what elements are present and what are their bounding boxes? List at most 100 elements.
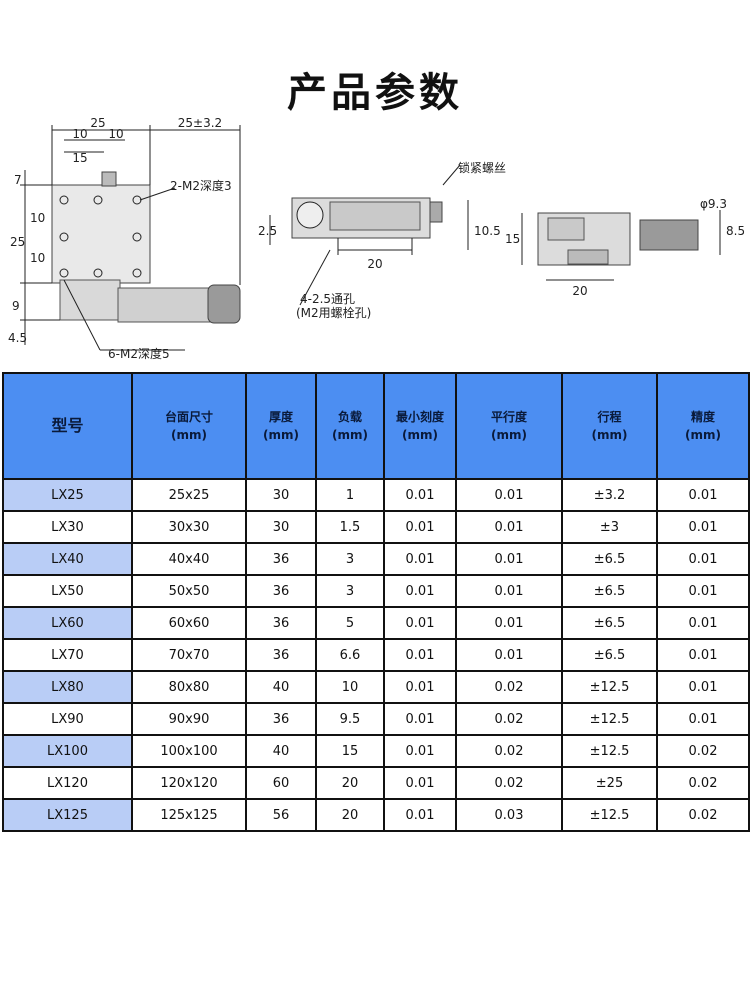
column-header: 台面尺寸(mm) — [131, 372, 247, 480]
table-cell: 60x60 — [131, 606, 247, 640]
table-cell: 50x50 — [131, 574, 247, 608]
table-cell: ±12.5 — [561, 702, 658, 736]
label-m2-depth3: 2-M2深度3 — [170, 178, 232, 193]
table-cell: 0.01 — [383, 734, 457, 768]
table-cell: 0.02 — [455, 734, 563, 768]
dim-left-25: 25 — [10, 235, 25, 249]
table-cell: 0.03 — [455, 798, 563, 832]
table-cell: 20 — [315, 798, 385, 832]
dim-top-width: 25 — [90, 116, 105, 130]
column-header-label: 型号 — [51, 416, 84, 435]
model-cell: LX100 — [2, 734, 133, 768]
table-cell: 0.01 — [656, 702, 750, 736]
spec-table: 型号台面尺寸(mm)厚度(mm)负载(mm)最小刻度(mm)平行度(mm)行程(… — [2, 372, 750, 832]
model-cell: LX90 — [2, 702, 133, 736]
table-cell: 0.01 — [383, 638, 457, 672]
table-cell: 0.02 — [656, 734, 750, 768]
table-cell: ±12.5 — [561, 670, 658, 704]
column-header: 型号 — [2, 372, 133, 480]
model-cell: LX80 — [2, 670, 133, 704]
table-cell: 0.02 — [455, 670, 563, 704]
table-cell: 30 — [245, 478, 317, 512]
label-m2-depth5: 6-M2深度5 — [108, 346, 170, 361]
table-cell: 3 — [315, 542, 385, 576]
page-title: 产品参数 — [287, 70, 463, 116]
table-cell: 30x30 — [131, 510, 247, 544]
dim-right-phi: φ9.3 — [700, 197, 727, 211]
dim-hole-spacing-b: 10 — [108, 127, 123, 141]
table-cell: ±6.5 — [561, 606, 658, 640]
label-lock-screw: 锁紧螺丝 — [458, 160, 506, 175]
column-header: 平行度(mm) — [455, 372, 563, 480]
table-cell: 100x100 — [131, 734, 247, 768]
table-cell: 0.01 — [656, 574, 750, 608]
dim-side-20: 20 — [367, 257, 382, 271]
model-cell: LX25 — [2, 478, 133, 512]
table-cell: 0.01 — [656, 638, 750, 672]
table-cell: 80x80 — [131, 670, 247, 704]
column-header-label: 精度 — [690, 410, 715, 424]
table-cell: ±6.5 — [561, 574, 658, 608]
table-cell: 0.02 — [455, 766, 563, 800]
table-cell: 36 — [245, 702, 317, 736]
table-cell: 0.01 — [455, 574, 563, 608]
table-cell: 0.01 — [383, 606, 457, 640]
column-header-unit: (mm) — [332, 428, 368, 442]
table-cell: ±25 — [561, 766, 658, 800]
table-cell: 40 — [245, 734, 317, 768]
table-cell: 70x70 — [131, 638, 247, 672]
dim-left-4-5: 4.5 — [8, 331, 27, 345]
column-header-label: 厚度 — [268, 410, 293, 424]
table-header-row: 型号台面尺寸(mm)厚度(mm)负载(mm)最小刻度(mm)平行度(mm)行程(… — [2, 372, 750, 480]
table-cell: 0.01 — [455, 638, 563, 672]
table-cell: 0.01 — [656, 670, 750, 704]
table-cell: 0.01 — [383, 478, 457, 512]
column-header-label: 平行度 — [490, 410, 527, 424]
table-cell: ±12.5 — [561, 734, 658, 768]
table-cell: 0.01 — [656, 542, 750, 576]
table-cell: 6.6 — [315, 638, 385, 672]
dim-hole-spacing-a: 10 — [72, 127, 87, 141]
table-cell: 20 — [315, 766, 385, 800]
table-cell: 1 — [315, 478, 385, 512]
table-cell: 0.01 — [455, 510, 563, 544]
table-cell: 25x25 — [131, 478, 247, 512]
table-cell: 90x90 — [131, 702, 247, 736]
model-cell: LX30 — [2, 510, 133, 544]
table-cell: 0.02 — [656, 798, 750, 832]
model-cell: LX70 — [2, 638, 133, 672]
table-cell: 0.01 — [455, 478, 563, 512]
model-cell: LX125 — [2, 798, 133, 832]
table-cell: ±6.5 — [561, 542, 658, 576]
table-cell: 0.01 — [383, 574, 457, 608]
technical-drawing: 25 25±3.2 10 10 15 7 25 10 10 9 4.5 2-M2… — [8, 116, 745, 361]
table-cell: 0.01 — [383, 766, 457, 800]
dim-left-10b: 10 — [30, 251, 45, 265]
table-cell: 60 — [245, 766, 317, 800]
dim-right-15: 15 — [505, 232, 520, 246]
dim-right-20: 20 — [572, 284, 587, 298]
table-cell: 3 — [315, 574, 385, 608]
model-cell: LX60 — [2, 606, 133, 640]
table-cell: 56 — [245, 798, 317, 832]
dim-side-2-5: 2.5 — [258, 224, 277, 238]
table-cell: ±6.5 — [561, 638, 658, 672]
dim-right-8-5: 8.5 — [726, 224, 745, 238]
table-cell: 40 — [245, 670, 317, 704]
dim-travel: 25±3.2 — [178, 116, 222, 130]
column-header: 厚度(mm) — [245, 372, 317, 480]
table-cell: 0.01 — [383, 670, 457, 704]
label-bolt-hole: (M2用螺栓孔) — [296, 305, 371, 320]
table-cell: 0.01 — [455, 606, 563, 640]
table-cell: 0.01 — [656, 478, 750, 512]
table-cell: 0.01 — [656, 606, 750, 640]
table-cell: 0.01 — [383, 542, 457, 576]
table-cell: 10 — [315, 670, 385, 704]
column-header-unit: (mm) — [591, 428, 628, 442]
table-cell: 36 — [245, 606, 317, 640]
